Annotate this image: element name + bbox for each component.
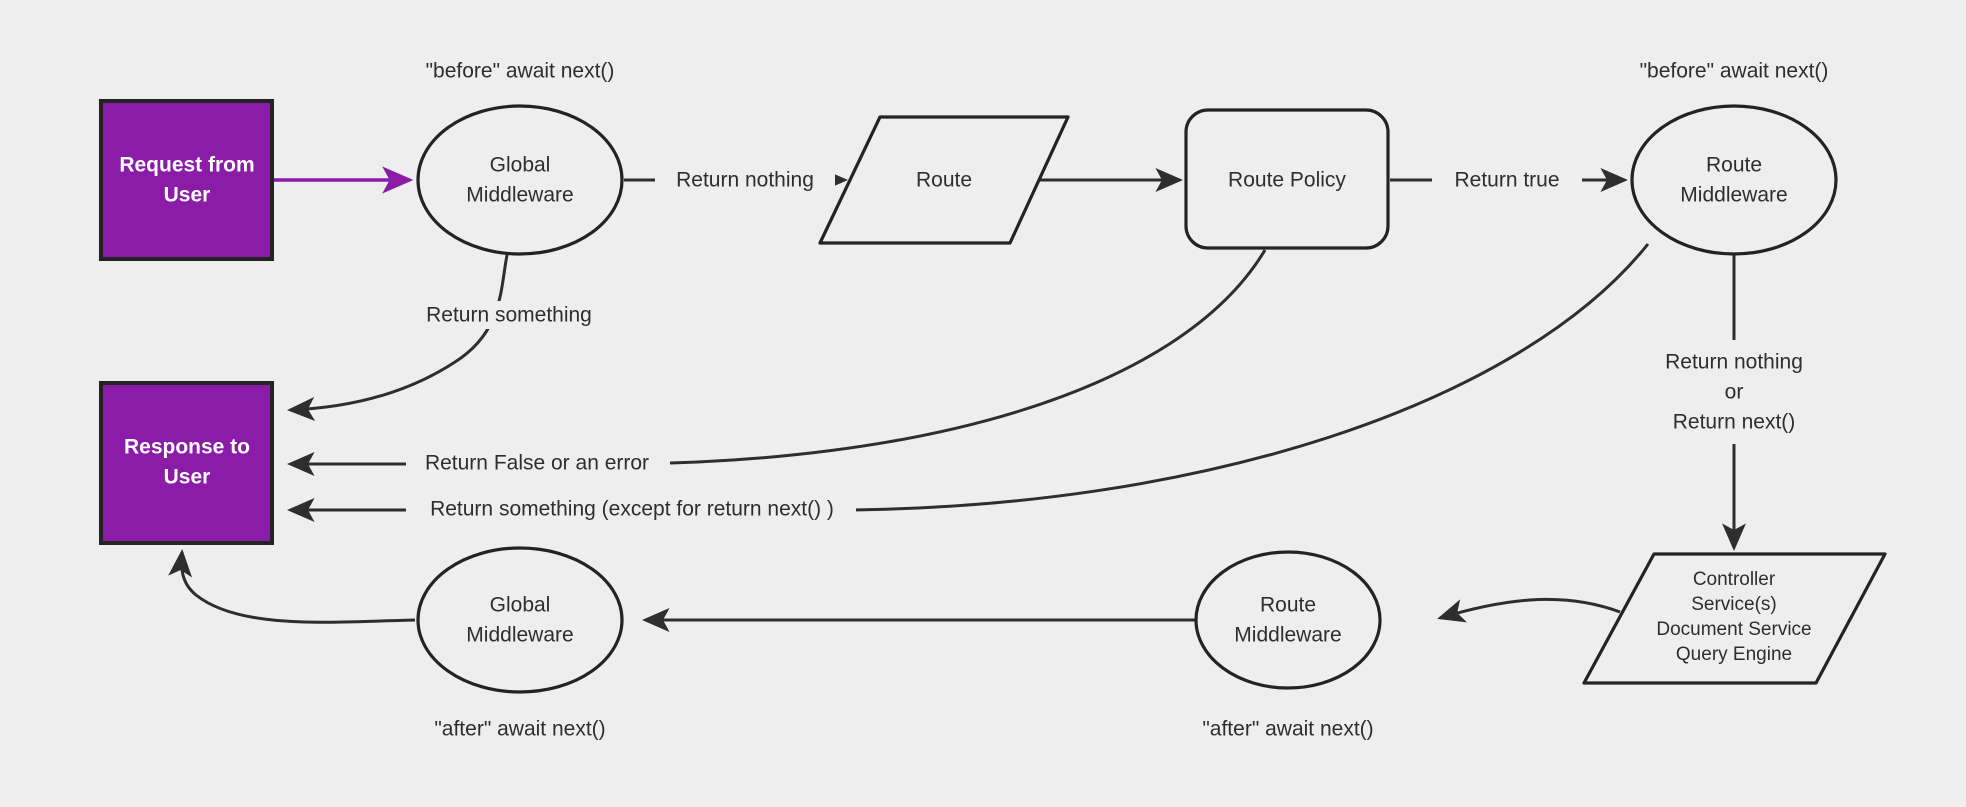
edge-label-return-something-except-next: Return something (except for return next…: [430, 498, 834, 521]
edge-route-policy-to-response: Return False or an error: [286, 249, 1267, 478]
node-route-middleware-after[interactable]: Route Middleware: [1194, 550, 1382, 690]
edge-label-return-something: Return something: [426, 304, 592, 327]
route-policy-label: Route Policy: [1228, 169, 1346, 192]
edge-label-backdrop: [406, 496, 856, 524]
node-global-middleware-after[interactable]: Global Middleware: [416, 546, 624, 694]
request-label-line1: Request from: [119, 154, 254, 177]
route-middleware-before-label-line2: Middleware: [1680, 184, 1787, 207]
edge-label-backdrop: [406, 450, 670, 478]
request-label-line2: User: [164, 184, 211, 207]
edge-route-policy-to-route-middleware: Return true: [1390, 166, 1629, 194]
node-route-middleware-before[interactable]: Route Middleware: [1630, 104, 1838, 256]
edge-label-return-next: Return next(): [1673, 411, 1796, 434]
edge-label-return-false-or-error: Return False or an error: [425, 452, 649, 475]
edge-label-backdrop: [406, 301, 612, 329]
node-response-to-user[interactable]: Response to User: [99, 381, 274, 545]
edge-label-return-nothing: Return nothing: [676, 169, 814, 192]
node-route-policy[interactable]: Route Policy: [1184, 108, 1390, 250]
annotation-before-route-middleware: "before" await next(): [1640, 60, 1829, 83]
edge-label-or: or: [1725, 381, 1744, 404]
node-global-middleware-before[interactable]: Global Middleware: [416, 104, 624, 256]
handler-label-query-engine: Query Engine: [1676, 644, 1792, 665]
edge-label-return-true: Return true: [1454, 169, 1559, 192]
response-label-line2: User: [164, 466, 211, 489]
handler-label-document-service: Document Service: [1656, 619, 1811, 640]
route-middleware-before-ellipse[interactable]: [1630, 104, 1838, 256]
response-label-line1: Response to: [124, 436, 250, 459]
handler-label-services: Service(s): [1691, 594, 1777, 615]
edge-global-middleware-after-to-response: [168, 549, 416, 624]
edge-handler-to-route-middleware-after: [1437, 597, 1621, 623]
global-middleware-after-label-line1: Global: [490, 594, 551, 617]
route-middleware-after-label-line1: Route: [1260, 594, 1316, 617]
global-middleware-before-label-line1: Global: [490, 154, 551, 177]
route-middleware-before-label-line1: Route: [1706, 154, 1762, 177]
request-box[interactable]: [99, 99, 274, 261]
route-middleware-after-label-line2: Middleware: [1234, 624, 1341, 647]
edge-label-backdrop: [1645, 340, 1825, 444]
global-middleware-before-label-line2: Middleware: [466, 184, 573, 207]
route-policy-box[interactable]: [1184, 108, 1390, 250]
edge-route-middleware-to-handler: Return nothing or Return next(): [1645, 254, 1825, 552]
response-box[interactable]: [99, 381, 274, 545]
node-route[interactable]: Route: [818, 115, 1070, 245]
annotation-before-global-middleware: "before" await next(): [426, 60, 615, 83]
handler-label-controller: Controller: [1693, 569, 1776, 590]
route-label: Route: [916, 169, 972, 192]
edge-label-backdrop: [1432, 166, 1582, 194]
route-parallelogram[interactable]: [818, 115, 1070, 245]
edge-global-middleware-to-route: Return nothing: [624, 166, 849, 194]
edge-label-backdrop: [655, 166, 835, 194]
global-middleware-after-ellipse[interactable]: [416, 546, 624, 694]
edge-route-middleware-to-response: Return something (except for return next…: [286, 243, 1650, 524]
global-middleware-before-ellipse[interactable]: [416, 104, 624, 256]
edge-global-middleware-to-response: Return something: [287, 249, 612, 422]
annotation-after-global-middleware: "after" await next(): [434, 718, 605, 741]
route-middleware-after-ellipse[interactable]: [1194, 550, 1382, 690]
annotation-after-route-middleware: "after" await next(): [1202, 718, 1373, 741]
node-request-from-user[interactable]: Request from User: [99, 99, 274, 261]
handler-parallelogram[interactable]: [1582, 552, 1887, 685]
global-middleware-after-label-line2: Middleware: [466, 624, 573, 647]
node-handler-stack[interactable]: Controller Service(s) Document Service Q…: [1582, 552, 1887, 685]
edge-label-return-nothing-2: Return nothing: [1665, 351, 1803, 374]
